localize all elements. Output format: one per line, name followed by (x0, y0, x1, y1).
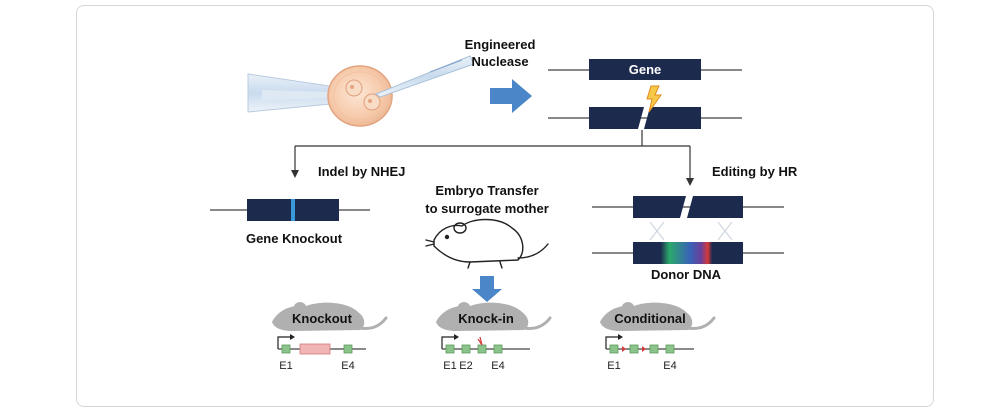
outcome-title: Knockout (292, 311, 353, 326)
outcome-title: Conditional (614, 311, 686, 326)
exon-label: E1 (607, 360, 620, 372)
exon-e4 (493, 344, 503, 354)
arrowhead-right-icon (686, 178, 694, 186)
exon-label: E4 (491, 360, 504, 372)
exon-e1 (281, 344, 291, 354)
microinjection-icon (247, 55, 475, 127)
promoter-arrow-icon (277, 336, 290, 349)
branch-connector (294, 130, 691, 178)
mouse-outline-icon (425, 218, 549, 269)
exon-label: E2 (459, 360, 472, 372)
hr-cut-gene (592, 196, 784, 218)
exon-label: E4 (663, 360, 676, 372)
outcome-title: Knock-in (458, 311, 514, 326)
exon-label: E4 (341, 360, 354, 372)
donor-dna-label: Donor DNA (651, 267, 722, 282)
embryo-label-line2: to surrogate mother (425, 201, 549, 216)
exon-label: E1 (279, 360, 292, 372)
donor-dna (592, 242, 784, 264)
loxp-site-icon (622, 346, 626, 352)
diagram-frame (76, 5, 934, 407)
exon-e4 (343, 344, 353, 354)
embryo-label-line1: Embryo Transfer (435, 183, 538, 198)
mouse-silhouette-icon (436, 302, 552, 331)
exon-e3 (477, 344, 487, 354)
nuclease-label-line2: Nuclease (471, 54, 528, 69)
editing-hr-label: Editing by HR (712, 164, 798, 179)
nuclease-label-line1: Engineered (465, 37, 536, 52)
gene-knockout-label: Gene Knockout (246, 231, 343, 246)
edit-mark-icon (477, 336, 483, 346)
exon-e1 (609, 344, 619, 354)
down-arrow-icon (472, 276, 502, 302)
gene-label: Gene (629, 62, 662, 77)
mouse-silhouette-icon (272, 302, 388, 331)
arrowhead-left-icon (291, 170, 299, 178)
knockout-gene (210, 199, 370, 221)
loxp-site-icon (642, 346, 646, 352)
exon-e3 (649, 344, 659, 354)
exon-e2 (461, 344, 471, 354)
promoter-arrow-icon (605, 336, 618, 349)
knockout-insert (299, 343, 331, 355)
exon-label: E1 (443, 360, 456, 372)
exon-e1 (445, 344, 455, 354)
crossover-lines (649, 221, 733, 241)
mouse-silhouette-icon (600, 302, 716, 331)
lightning-icon (646, 85, 662, 113)
gene-bar (589, 59, 701, 80)
exon-e2 (629, 344, 639, 354)
cut-gene-locus (548, 85, 742, 129)
gene-locus: Gene (548, 59, 742, 80)
process-arrow-icon (490, 79, 532, 113)
promoter-arrow-icon (441, 336, 454, 349)
indel-mark (291, 199, 295, 221)
indel-label: Indel by NHEJ (318, 164, 405, 179)
exon-e4 (665, 344, 675, 354)
